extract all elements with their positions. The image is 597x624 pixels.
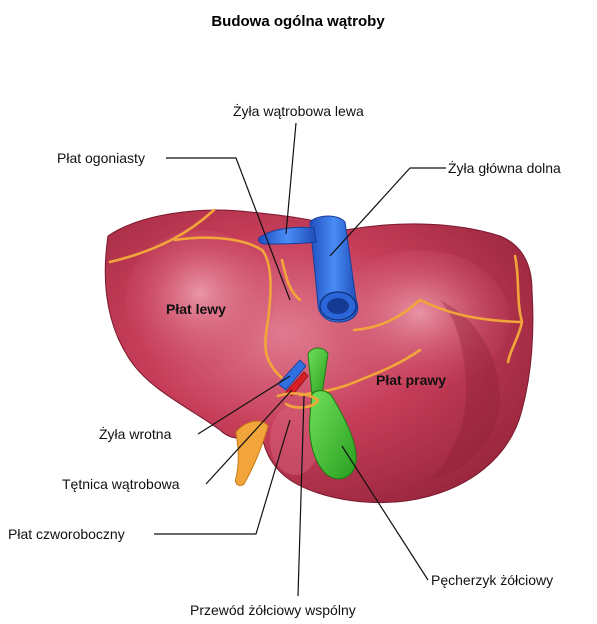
label-caudate-lobe: Płat ogoniasty (57, 150, 145, 166)
diagram-title: Budowa ogólna wątroby (211, 13, 385, 30)
label-hepatic-artery: Tętnica wątrobowa (62, 476, 180, 492)
label-portal-vein: Żyła wrotna (99, 425, 172, 442)
label-quadrate-lobe: Płat czworoboczny (8, 526, 125, 542)
label-right-lobe: Płat prawy (376, 372, 446, 388)
vena-cava-lumen (327, 298, 349, 314)
label-hepatic-vein-left: Żyła wątrobowa lewa (233, 102, 364, 119)
label-gallbladder: Pęcherzyk żółciowy (431, 572, 553, 588)
label-common-bile-duct: Przewód żółciowy wspólny (190, 602, 356, 618)
round-ligament (236, 421, 268, 485)
label-inferior-vena-cava: Żyła główna dolna (448, 159, 561, 176)
label-left-lobe: Płat lewy (166, 301, 226, 317)
